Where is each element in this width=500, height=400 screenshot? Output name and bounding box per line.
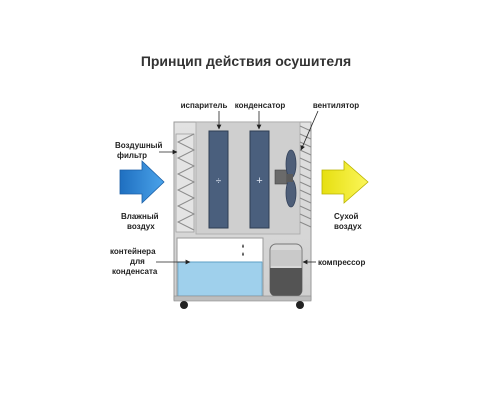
- label-tank-line3: конденсата: [112, 267, 158, 276]
- condensate-tank: [177, 261, 263, 297]
- label-dry-air-line2: воздух: [334, 222, 362, 231]
- air-filter: [175, 133, 196, 233]
- label-evaporator: испаритель: [181, 101, 228, 110]
- label-compressor: компрессор: [318, 258, 365, 267]
- diagram-title: Принцип действия осушителя: [141, 53, 351, 69]
- label-tank-line1: контейнера: [110, 247, 156, 256]
- compressor-icon: [269, 243, 303, 297]
- evaporator-sign: ÷: [216, 176, 222, 187]
- wheel-icon: [296, 301, 304, 309]
- leader-lines: [156, 110, 319, 265]
- condenser-coil: +: [249, 130, 270, 229]
- condenser-sign: +: [256, 175, 262, 187]
- label-air-filter-line2: фильтр: [117, 151, 147, 160]
- fan-icon: [274, 149, 297, 208]
- vent-grille: [299, 125, 312, 228]
- wheel-icon: [180, 301, 188, 309]
- humid-air-inlet-arrow: [119, 160, 165, 204]
- label-humid-air-line2: воздух: [127, 222, 155, 231]
- label-fan: вентилятор: [313, 101, 359, 110]
- label-condenser: конденсатор: [235, 101, 286, 110]
- label-dry-air-line1: Сухой: [334, 212, 358, 221]
- water-drops: [242, 244, 244, 256]
- label-humid-air-line1: Влажный: [121, 212, 159, 221]
- evaporator-coil: ÷: [208, 130, 229, 229]
- dry-air-outlet-arrow: [321, 160, 369, 204]
- label-air-filter-line1: Воздушный: [115, 141, 162, 150]
- base: [173, 295, 312, 309]
- label-tank-line2: для: [130, 257, 145, 266]
